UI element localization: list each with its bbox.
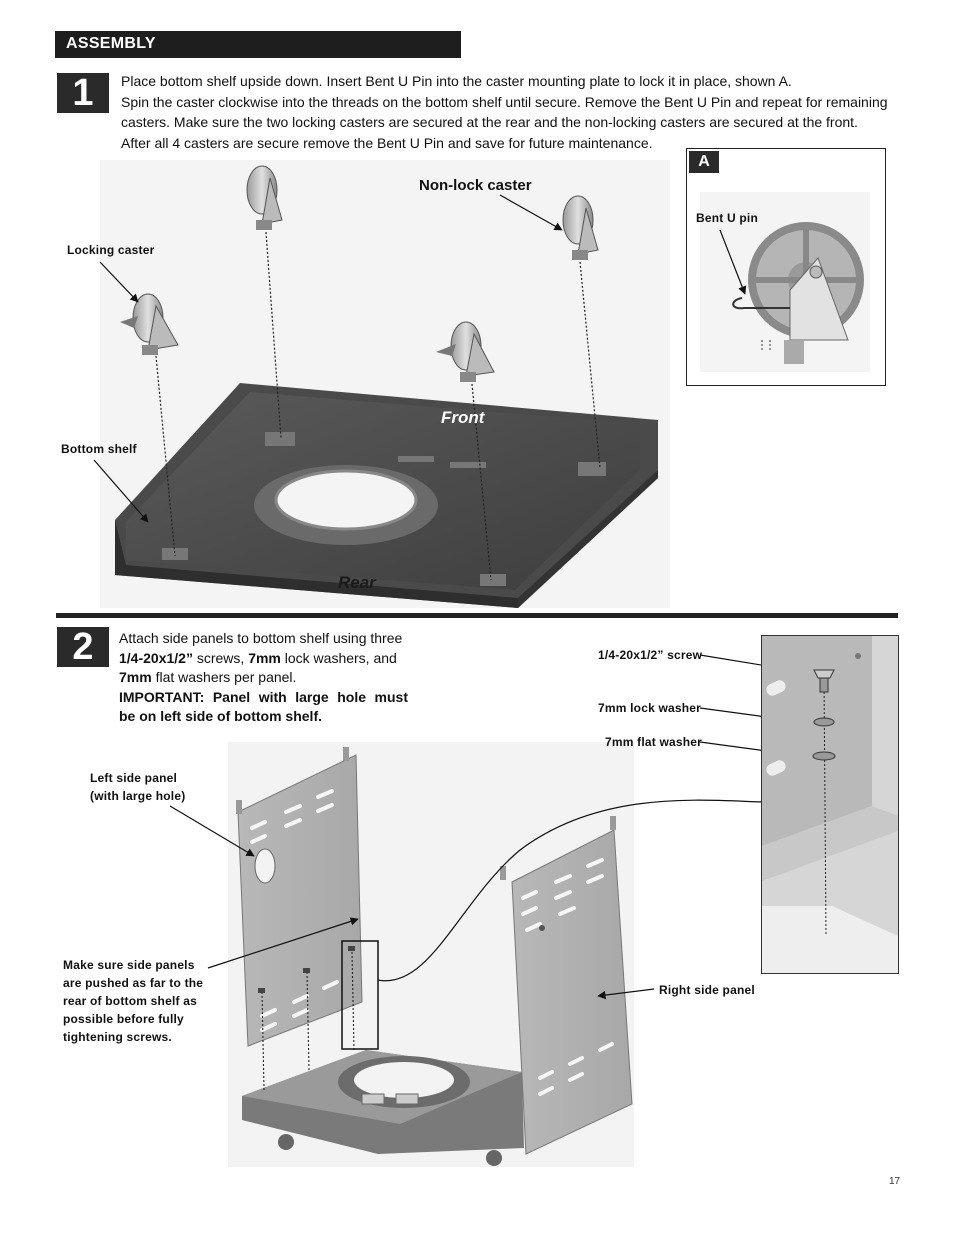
step-2-badge: 2 [57, 627, 109, 667]
section-title: ASSEMBLY [66, 35, 156, 52]
rear-label: Rear [338, 573, 376, 592]
step-1-badge: 1 [57, 73, 109, 113]
right-side-panel-label: Right side panel [659, 983, 755, 997]
page-number: 17 [889, 1176, 901, 1187]
section-divider [56, 613, 898, 618]
caster-image [246, 165, 283, 230]
side-panel-note: Make sure side panels are pushed as far … [63, 958, 204, 1044]
locking-caster-image [120, 293, 179, 355]
locking-caster-image [436, 321, 495, 382]
step-2-line: 7mm flat washers per panel. [119, 669, 297, 685]
right-side-panel-image [500, 816, 633, 1155]
locking-caster-label: Locking caster [67, 243, 155, 257]
step-1-line: casters. Make sure the two locking caste… [121, 114, 858, 130]
inset-a-frame [686, 148, 886, 386]
non-lock-caster-label: Non-lock caster [419, 177, 532, 194]
step-2-line: 1/4-20x1/2” screws, 7mm lock washers, an… [119, 649, 397, 666]
inset-a-image [700, 192, 870, 372]
step-2-line: Attach side panels to bottom shelf using… [119, 630, 403, 646]
bottom-shelf-image [115, 383, 658, 608]
front-label: Front [441, 408, 485, 427]
inset-a-badge: A [689, 151, 719, 173]
lock-washer-label: 7mm lock washer [598, 701, 702, 715]
step-1-line: Place bottom shelf upside down. Insert B… [121, 73, 792, 89]
step-1-line: After all 4 casters are secure remove th… [121, 134, 653, 151]
bottom-shelf-label: Bottom shelf [61, 442, 137, 456]
step-1-instructions: Place bottom shelf upside down. Insert B… [121, 71, 901, 153]
bent-u-pin-label: Bent U pin [696, 211, 758, 225]
detail-highlight-box [341, 940, 379, 1050]
step-2-important: IMPORTANT: Panel with large hole must [119, 688, 408, 705]
screw-label: 1/4-20x1/2” screw [598, 648, 703, 662]
left-side-panel-label: Left side panel (with large hole) [90, 771, 186, 803]
step-1-line: Spin the caster clockwise into the threa… [121, 93, 888, 110]
caster-image [562, 195, 599, 260]
left-side-panel-image [236, 747, 363, 1047]
hardware-detail-inset [761, 635, 899, 974]
step-2-instructions: Attach side panels to bottom shelf using… [119, 629, 419, 727]
flat-washer-label: 7mm flat washer [605, 735, 703, 749]
step-2-important: be on left side of bottom shelf. [119, 708, 322, 724]
bottom-shelf-image [242, 1050, 524, 1166]
section-header: ASSEMBLY [55, 31, 461, 58]
